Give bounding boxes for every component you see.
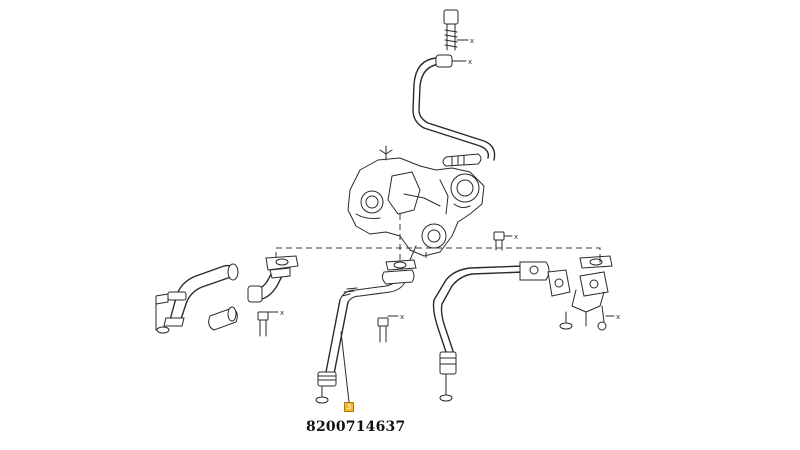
left-hose-assembly (155, 263, 239, 334)
marker-x-mid: x (514, 233, 518, 241)
marker-x-right: x (616, 313, 620, 321)
left-elbow-fitting (247, 255, 299, 303)
right-flange-block: x (547, 255, 620, 331)
marker-x-centre: x (400, 313, 404, 321)
bolt-mid: x (493, 231, 518, 251)
part-number-label: 8200714637 (306, 419, 406, 435)
marker-x-pipe: x (468, 58, 472, 66)
right-return-pipe (432, 261, 550, 402)
centre-oil-pipe (315, 259, 417, 404)
bolt-centre: x (377, 313, 404, 343)
left-clamp (208, 306, 238, 331)
callout-number-badge[interactable]: 3 (344, 402, 354, 412)
marker-x-left: x (280, 309, 284, 317)
turbocharger-assembly (347, 145, 485, 261)
marker-x-top: x (470, 37, 474, 45)
bolt-left: x (257, 309, 284, 337)
top-bolt: x (443, 9, 474, 51)
callout-leader-line (340, 331, 350, 403)
upper-oil-pipe: x (412, 54, 496, 167)
